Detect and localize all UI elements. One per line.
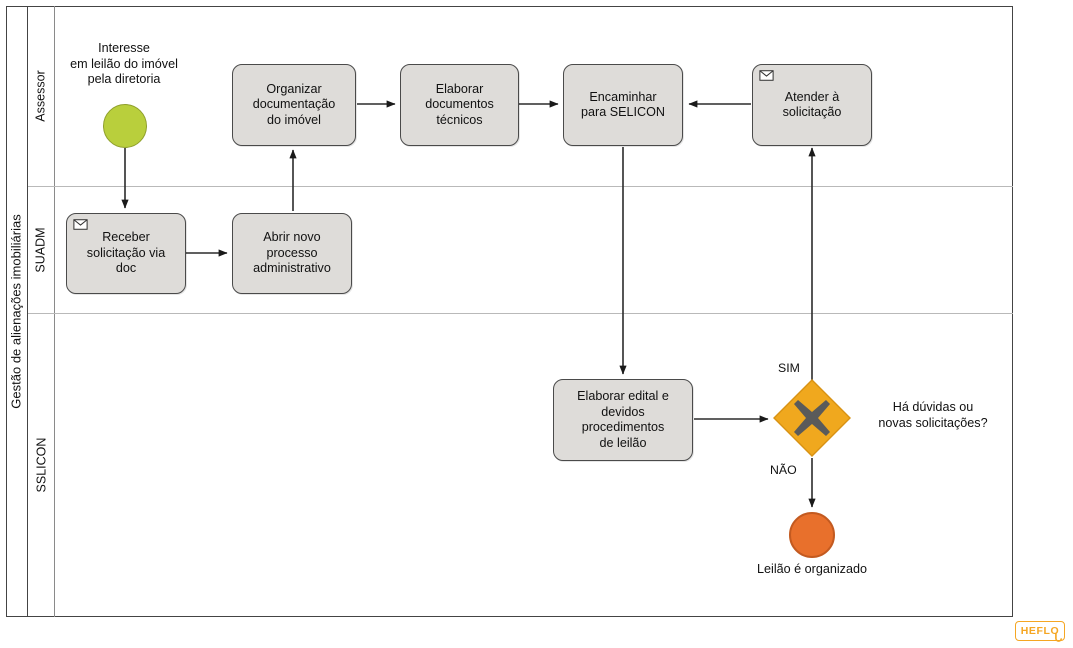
heflo-logo-text: HEFLO (1020, 625, 1060, 637)
task-elaborar-documentos-tecnicos[interactable]: Elaborar documentos técnicos (400, 64, 519, 146)
task-receber-solicitacao-via-doc[interactable]: Receber solicitação via doc (66, 213, 186, 294)
lane-label-sslicon: SSLICON (34, 437, 49, 493)
start-event-label: Interesse em leilão do imóvel pela diret… (70, 41, 178, 86)
task-atender-solicitacao[interactable]: Atender à solicitação (752, 64, 872, 146)
envelope-icon (73, 219, 88, 230)
gateway-x-marker (794, 400, 830, 436)
task-label: Receber solicitação via doc (86, 230, 166, 276)
task-label: Encaminhar para SELICON (581, 89, 665, 120)
lane-label-suadm: SUADM (34, 226, 48, 273)
gateway-label: Há dúvidas ou novas solicitações? (878, 400, 988, 430)
task-encaminhar-para-selicon[interactable]: Encaminhar para SELICON (563, 64, 683, 146)
lane-header-sslicon: SSLICON (28, 313, 55, 617)
exclusive-gateway[interactable] (772, 378, 852, 458)
task-label: Abrir novo processo administrativo (253, 230, 331, 276)
task-organizar-documentacao[interactable]: Organizar documentação do imóvel (232, 64, 356, 146)
lane-divider-2 (28, 313, 1013, 314)
lane-header-assessor: Assessor (28, 6, 55, 186)
task-label: Organizar documentação do imóvel (252, 81, 336, 127)
task-label: Atender à solicitação (782, 89, 842, 120)
end-event-label: Leilão é organizado (757, 562, 867, 576)
envelope-icon (759, 70, 774, 81)
end-event[interactable] (789, 512, 835, 558)
pool-header: Gestão de alienações imobiliárias (6, 6, 28, 617)
lane-header-suadm: SUADM (28, 186, 55, 313)
task-label: Elaborar edital e devidos procedimentos … (577, 389, 669, 450)
task-abrir-novo-processo[interactable]: Abrir novo processo administrativo (232, 213, 352, 294)
pool-label: Gestão de alienações imobiliárias (9, 214, 25, 409)
heflo-logo: HEFLO (1015, 621, 1065, 641)
flow-label-sim: SIM (778, 361, 800, 375)
start-event[interactable] (103, 104, 147, 148)
task-label: Elaborar documentos técnicos (425, 81, 494, 127)
task-elaborar-edital[interactable]: Elaborar edital e devidos procedimentos … (553, 379, 693, 461)
flow-label-nao: NÃO (770, 463, 797, 477)
lane-divider-1 (28, 186, 1013, 187)
heflo-logo-tail-icon (1055, 633, 1063, 642)
